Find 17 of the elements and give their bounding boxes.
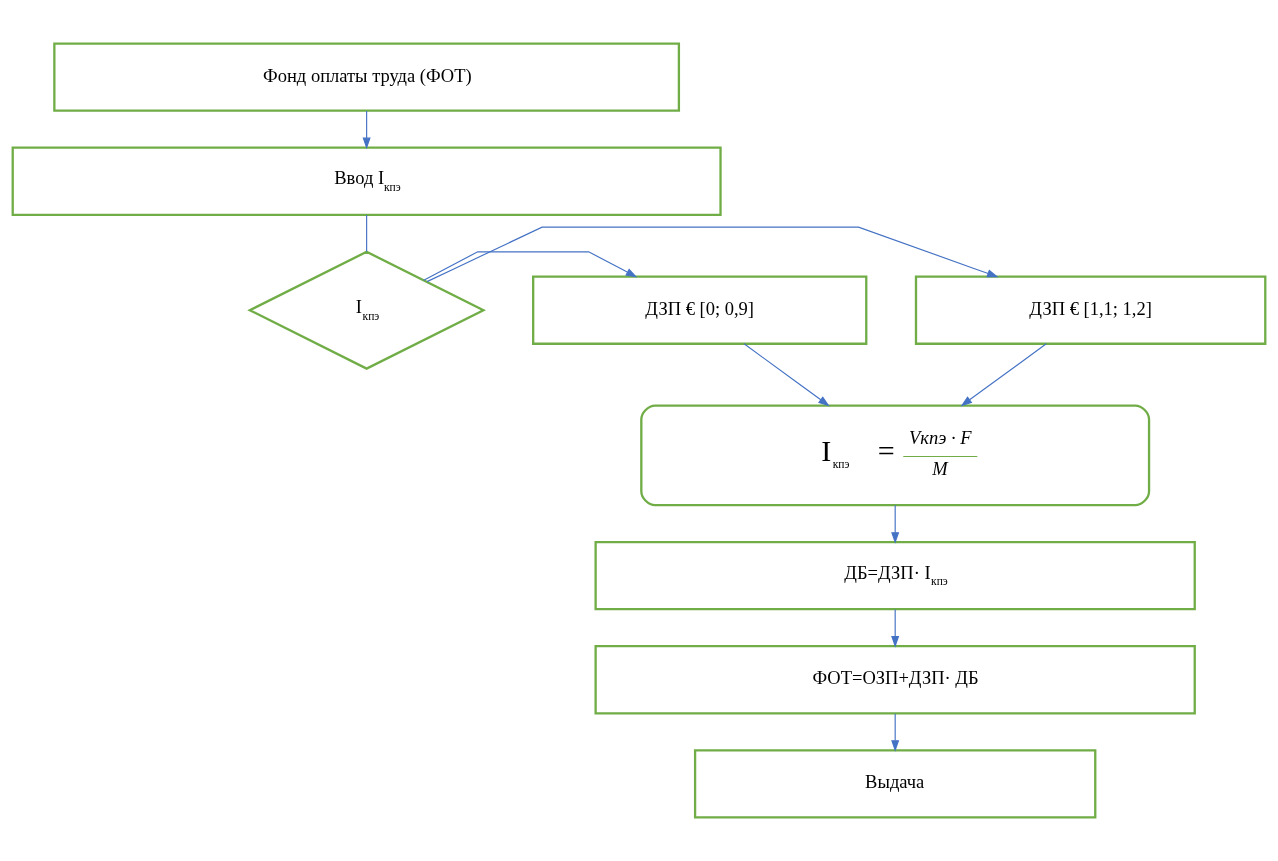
arrow <box>960 343 1047 407</box>
node-box: ДЗП € [0; 0,9] <box>532 275 868 345</box>
node-diamond: I$_{кпэ}$ <box>247 250 487 370</box>
arrow <box>891 713 900 752</box>
node-box: Ввод I$_{кпэ}$ <box>11 146 722 216</box>
arrow <box>426 226 999 283</box>
node-box: Фонд оплаты труда (ФОТ) <box>53 42 681 112</box>
arrow <box>891 609 900 648</box>
node-box: Выдача <box>693 749 1097 819</box>
node-box: ФОТ=ОЗП+ДЗП· ДБ <box>594 645 1196 715</box>
node-box: ДБ=ДЗП· I$_{кпэ}$ <box>594 540 1196 611</box>
arrow <box>743 343 830 407</box>
connector <box>366 214 368 253</box>
arrow <box>423 251 638 281</box>
node-box: ДЗП € [1,1; 1,2] <box>914 275 1267 345</box>
arrow <box>891 504 900 544</box>
arrow <box>362 110 371 150</box>
